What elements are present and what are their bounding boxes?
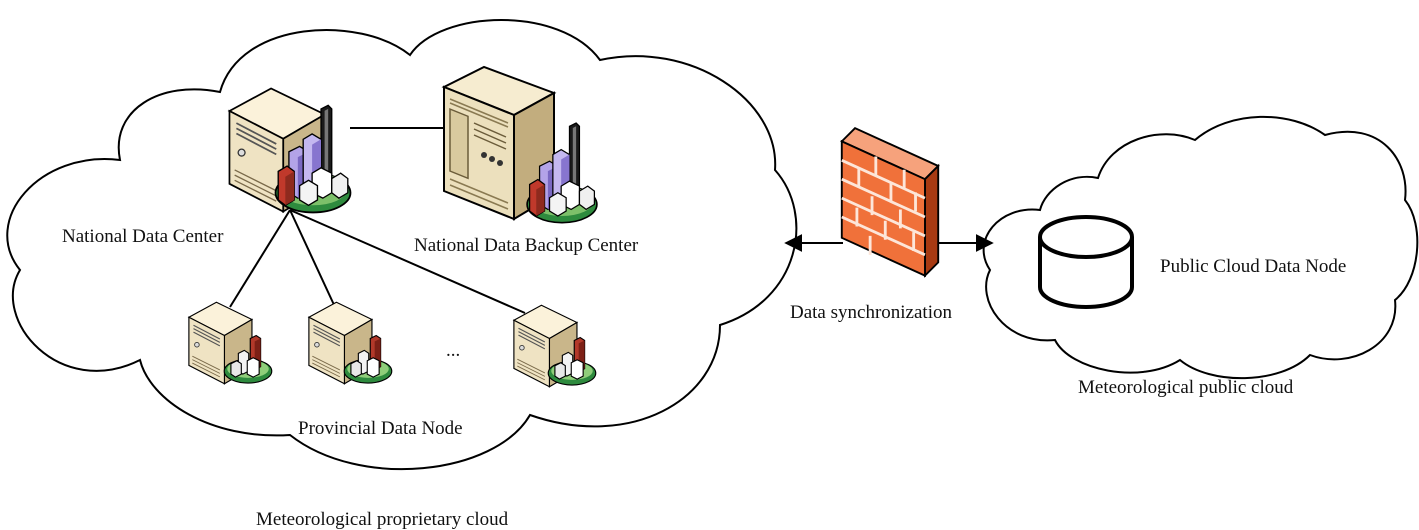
national-backup-center-label: National Data Backup Center [414,235,639,256]
national-data-center-label: National Data Center [62,226,224,247]
proprietary-cloud-caption: Meteorological proprietary cloud [256,509,509,530]
provincial-node-label: Provincial Data Node [298,418,463,439]
public-cloud-caption: Meteorological public cloud [1078,377,1294,398]
network-links [229,127,526,314]
provincial-ellipsis: ... [446,340,460,361]
link-province-3 [289,209,526,314]
link-province-1 [229,209,291,308]
data-sync-label: Data synchronization [790,302,952,323]
public-cloud-outline [982,115,1419,380]
link-province-2 [289,209,336,308]
database-icon [1038,215,1134,309]
public-cloud-node-label: Public Cloud Data Node [1160,256,1346,277]
firewall-icon [840,126,940,278]
